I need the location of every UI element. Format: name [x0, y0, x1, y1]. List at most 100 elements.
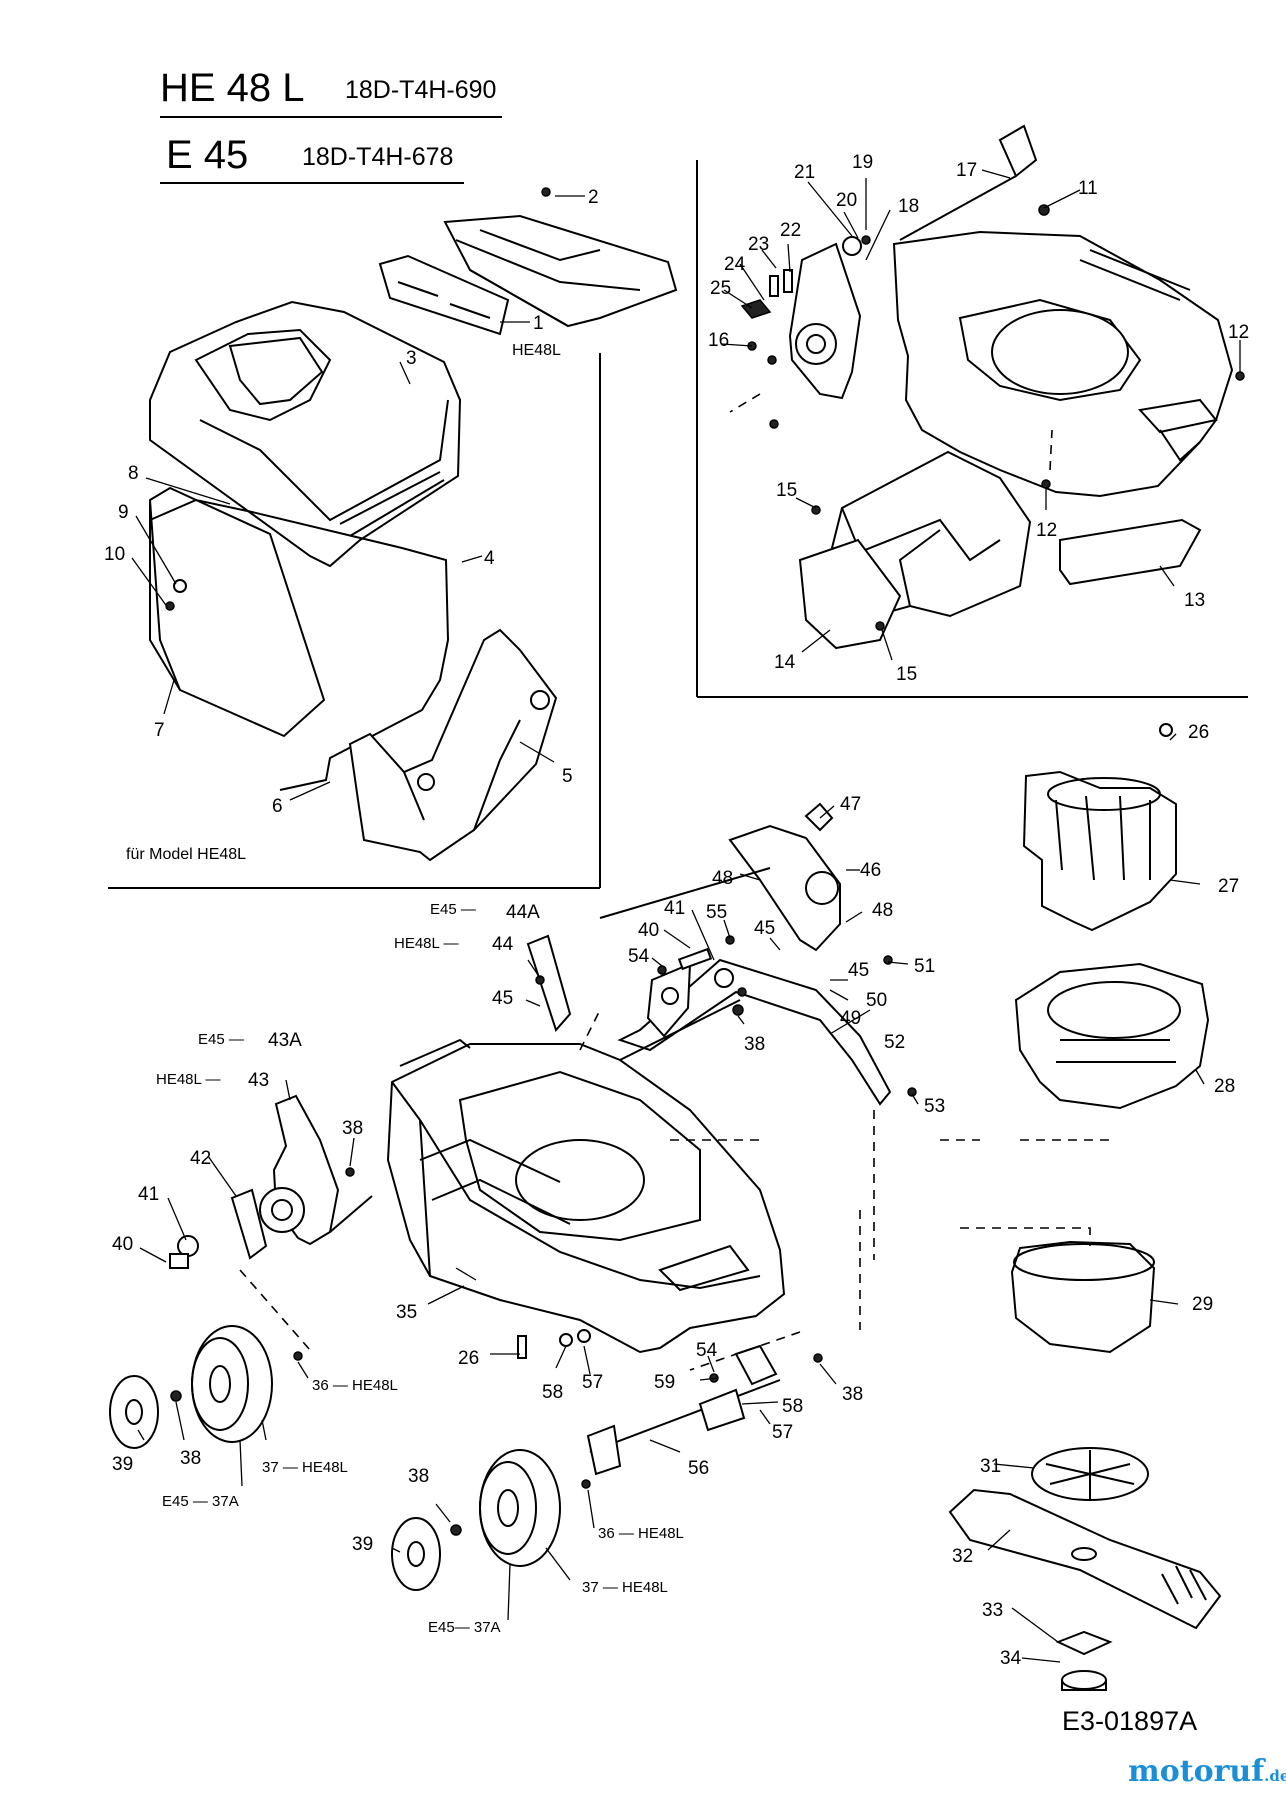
model-code-he48l: 18D-T4H-690 — [345, 76, 497, 104]
callout-58b: 58 — [782, 1396, 803, 1417]
callout-34: 34 — [1000, 1648, 1022, 1669]
motor-ring-part — [1010, 1240, 1156, 1354]
callout-13: 13 — [1184, 590, 1205, 611]
callout-54b: 54 — [696, 1340, 718, 1361]
callout-35: 35 — [396, 1302, 417, 1323]
callout-38a: 38 — [744, 1034, 765, 1055]
callout-43: 43 — [248, 1070, 269, 1091]
callout-26b: 26 — [458, 1348, 479, 1369]
side-flap-part — [798, 538, 902, 650]
callout-42: 42 — [190, 1148, 211, 1169]
callout-37b: 37 — HE48L — [582, 1579, 668, 1596]
callout-41b: 41 — [138, 1184, 159, 1205]
header-rule-2 — [160, 182, 464, 184]
handle-bar-part — [599, 867, 892, 1106]
callout-31: 31 — [980, 1456, 1001, 1477]
callout-5: 5 — [562, 766, 573, 787]
callout-17: 17 — [956, 160, 977, 181]
callout-37Aa: E45 — 37A — [162, 1493, 239, 1510]
callout-7: 7 — [154, 720, 165, 741]
model-title-e45: E 45 — [166, 133, 249, 177]
callout-he48l-43: HE48L — — [156, 1071, 220, 1088]
callout-20: 20 — [836, 190, 857, 211]
callout-48b: 48 — [872, 900, 893, 921]
callout-59: 59 — [654, 1372, 675, 1393]
leader-lines — [131, 169, 1241, 1663]
callout-39b: 39 — [352, 1534, 373, 1555]
callout-6: 6 — [272, 796, 283, 817]
callout-38e: 38 — [408, 1466, 429, 1487]
callout-16: 16 — [708, 330, 729, 351]
callout-40b: 40 — [112, 1234, 133, 1255]
rear-skirt-part — [1059, 518, 1202, 586]
deck-small-hardware — [169, 1004, 744, 1359]
callout-36b: 36 — HE48L — [598, 1525, 684, 1542]
callout-50: 50 — [866, 990, 887, 1011]
callout-21: 21 — [794, 162, 815, 183]
callout-25: 25 — [710, 278, 731, 299]
callout-54a: 54 — [628, 946, 650, 967]
brand-tld: .de — [1264, 1767, 1286, 1785]
callout-43A: 43A — [268, 1030, 302, 1051]
callout-52: 52 — [884, 1032, 905, 1053]
rear-wheel-part — [479, 1449, 561, 1567]
callout-18: 18 — [898, 196, 919, 217]
callout-2: 2 — [588, 187, 599, 208]
callout-labels: 2 1 3 8 9 10 4 7 5 6 21 19 17 11 20 18 2… — [104, 152, 1249, 1669]
callout-12a: 12 — [1228, 322, 1249, 343]
front-left-hubcap-part — [109, 1375, 159, 1449]
callout-37a: 37 — HE48L — [262, 1459, 348, 1476]
motor-bell-part — [1022, 723, 1177, 932]
rear-axle-part — [586, 1344, 823, 1476]
rear-small-hardware — [740, 124, 1245, 631]
catcher-frame — [108, 353, 601, 889]
model-code-e45: 18D-T4H-678 — [302, 143, 454, 171]
catcher-note: für Model HE48L — [126, 846, 247, 863]
model-title-he48l: HE 48 L — [160, 66, 305, 110]
callout-45b: 45 — [848, 960, 869, 981]
callout-44A: 44A — [506, 902, 540, 923]
callout-9: 9 — [118, 502, 129, 523]
callout-he48l-44: HE48L — — [394, 935, 458, 952]
callout-44: 44 — [492, 934, 514, 955]
callout-24: 24 — [724, 254, 746, 275]
callout-14: 14 — [774, 652, 796, 673]
callout-26a: 26 — [1188, 722, 1209, 743]
callout-41a: 41 — [664, 898, 685, 919]
callout-33: 33 — [982, 1600, 1003, 1621]
catcher-frame-rod-part — [149, 498, 450, 791]
catcher-flap-part — [378, 254, 510, 336]
callout-3: 3 — [406, 348, 417, 369]
callout-57a: 57 — [582, 1372, 603, 1393]
callout-47: 47 — [840, 794, 861, 815]
callout-15a: 15 — [776, 480, 797, 501]
he48l-tag: HE48L — [512, 342, 561, 359]
rear-hubcap-part — [391, 1517, 441, 1591]
front-height-adjuster-part — [230, 1094, 373, 1260]
brand-logo[interactable]: motoruf.de — [1128, 1754, 1286, 1789]
callout-1: 1 — [533, 313, 544, 334]
blade-adapter-part — [1055, 1630, 1113, 1691]
callout-4: 4 — [484, 548, 495, 569]
callout-56: 56 — [688, 1458, 709, 1479]
front-left-wheel-part — [191, 1325, 273, 1443]
callout-45c: 45 — [492, 988, 513, 1009]
callout-15b: 15 — [896, 664, 917, 685]
catcher-top-part — [149, 300, 462, 568]
assembly-lines — [239, 393, 1110, 1371]
wheel-hardware — [170, 1351, 591, 1536]
callout-38d: 38 — [180, 1448, 201, 1469]
brand-name: motoruf — [1128, 1754, 1265, 1789]
callout-12b: 12 — [1036, 520, 1057, 541]
callout-27: 27 — [1218, 876, 1239, 897]
upper-handle-part — [728, 802, 841, 952]
callout-e45-44a: E45 — — [430, 901, 476, 918]
callout-8: 8 — [128, 463, 139, 484]
callout-57b: 57 — [772, 1422, 793, 1443]
callout-40a: 40 — [638, 920, 659, 941]
mower-deck-part — [386, 1038, 786, 1354]
catcher-handle-part — [348, 628, 558, 862]
callout-46: 46 — [860, 860, 881, 881]
callout-58a: 58 — [542, 1382, 563, 1403]
